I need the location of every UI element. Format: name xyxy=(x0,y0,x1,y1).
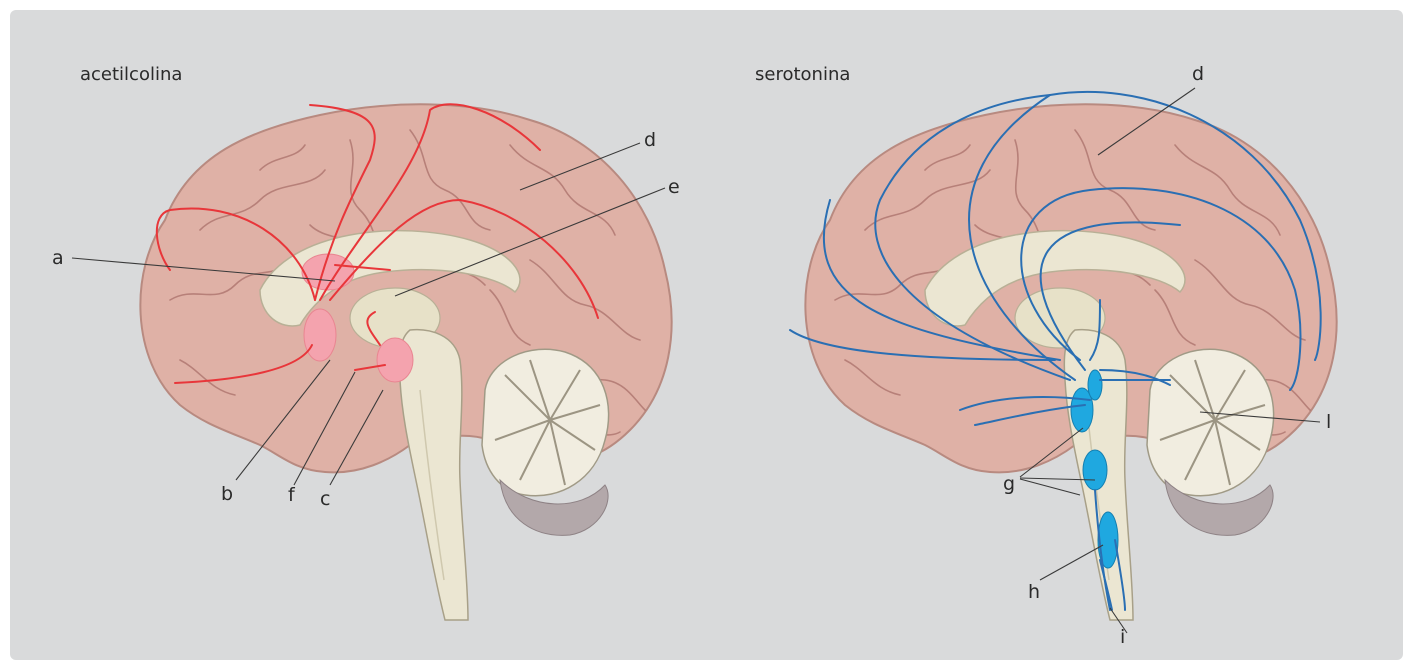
label-a: a xyxy=(52,247,64,269)
label-g: g xyxy=(1003,473,1015,495)
brain-right-illustration xyxy=(805,104,1336,620)
label-i: i xyxy=(1120,626,1125,648)
label-d-left: d xyxy=(644,129,656,151)
label-e: e xyxy=(668,176,680,198)
title-serotonin: serotonina xyxy=(755,64,850,85)
label-h: h xyxy=(1028,581,1040,603)
label-d-right: d xyxy=(1192,63,1204,85)
label-l: l xyxy=(1326,411,1331,433)
label-c: c xyxy=(320,488,330,510)
title-acetylcholine: acetilcolina xyxy=(80,64,182,85)
label-b: b xyxy=(221,483,233,505)
label-f: f xyxy=(288,484,296,506)
